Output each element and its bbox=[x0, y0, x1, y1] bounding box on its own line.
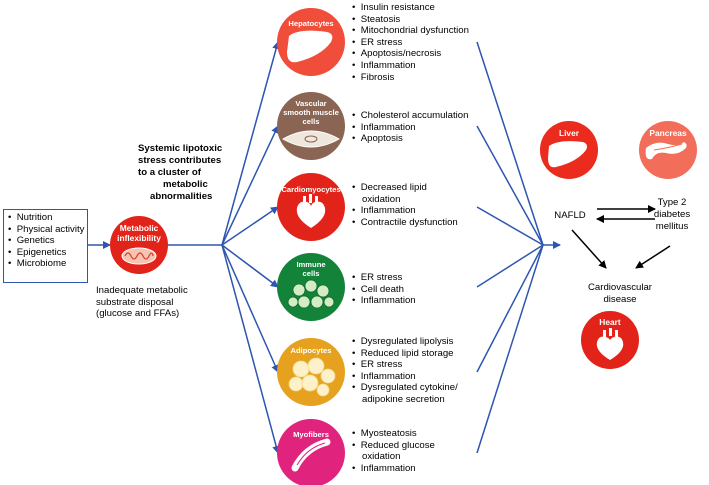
stress-line: stress contributes bbox=[138, 155, 222, 166]
tissue-name: smooth muscle bbox=[283, 108, 339, 117]
effect-item: Inflammation bbox=[352, 371, 458, 383]
outcome-pancreas: Pancreas bbox=[639, 121, 697, 179]
effect-item: Contractile dysfunction bbox=[352, 217, 458, 229]
effect-item: Reduced glucose bbox=[352, 440, 435, 452]
effects-myofibers: Myosteatosis Reduced glucose oxidation I… bbox=[352, 428, 435, 474]
effect-item-continued: adipokine secretion bbox=[362, 393, 445, 405]
effect-item: ER stress bbox=[352, 37, 469, 49]
cause-item: Epigenetics bbox=[8, 247, 87, 259]
effect-item: Mitochondrial dysfunction bbox=[352, 25, 469, 37]
cause-item: Genetics bbox=[8, 235, 87, 247]
effect-item: Myosteatosis bbox=[352, 428, 435, 440]
t2d-label-line2: diabetes bbox=[654, 209, 690, 220]
effects-hepatocytes: Insulin resistance Steatosis Mitochondri… bbox=[352, 2, 469, 83]
tissue-name: cells bbox=[303, 269, 320, 278]
cause-item: Microbiome bbox=[8, 258, 87, 270]
fat-cells-icon bbox=[288, 357, 336, 397]
effect-item: Steatosis bbox=[352, 14, 469, 26]
tissue-immune-cells: Immune cells bbox=[277, 253, 345, 321]
stress-line: Systemic lipotoxic bbox=[138, 143, 223, 154]
liver-label: Liver bbox=[559, 128, 580, 138]
pancreas-label: Pancreas bbox=[649, 128, 687, 138]
effects-immune: ER stress Cell death Inflammation bbox=[352, 272, 416, 307]
cvd-label-line2: disease bbox=[603, 294, 636, 305]
effect-item: Decreased lipid bbox=[352, 182, 458, 194]
effects-cardiomyocytes: Decreased lipid oxidation Inflammation C… bbox=[352, 182, 458, 228]
tissue-cardiomyocytes: Cardiomyocytes bbox=[277, 173, 345, 241]
effect-item-continued: oxidation bbox=[362, 193, 401, 205]
tissue-myofibers: Myofibers bbox=[277, 419, 345, 485]
metabolic-label-line1: Metabolic bbox=[120, 223, 159, 233]
metabolic-inflexibility-node: Metabolic inflexibility bbox=[110, 216, 168, 274]
liver-icon bbox=[548, 141, 587, 168]
tissue-adipocytes: Adipocytes bbox=[277, 338, 345, 406]
caption-line: Inadequate metabolic bbox=[96, 285, 188, 296]
cause-item: Physical activity bbox=[8, 224, 87, 236]
tissue-name: Hepatocytes bbox=[288, 19, 333, 28]
effect-item: ER stress bbox=[352, 359, 458, 371]
stress-line: to a cluster of bbox=[138, 167, 201, 178]
effects-adipocytes: Dysregulated lipolysis Reduced lipid sto… bbox=[352, 336, 458, 406]
nafld-label: NAFLD bbox=[554, 210, 586, 221]
fan-out-arrows bbox=[168, 41, 281, 454]
immune-cells-icon bbox=[287, 279, 335, 309]
effect-item: Dysregulated cytokine/ bbox=[352, 382, 458, 394]
tissue-name: Vascular bbox=[295, 99, 326, 108]
effect-item: Inflammation bbox=[352, 295, 416, 307]
stress-line: abnormalities bbox=[150, 191, 213, 202]
causes-box: Nutrition Physical activity Genetics Epi… bbox=[3, 209, 88, 283]
tissue-name: Myofibers bbox=[293, 430, 329, 439]
effect-item: Cell death bbox=[352, 284, 416, 296]
effect-item-continued: oxidation bbox=[362, 451, 401, 463]
mitochondrion-icon bbox=[121, 247, 157, 265]
tissue-name: cells bbox=[303, 117, 320, 126]
smooth-muscle-cell-icon bbox=[281, 130, 341, 148]
caption-line: (glucose and FFAs) bbox=[96, 308, 180, 320]
stress-line: metabolic bbox=[163, 179, 208, 190]
t2d-label-line3: mellitus bbox=[656, 221, 689, 232]
heart-icon bbox=[596, 328, 624, 360]
cvd-label-line1: Cardiovascular bbox=[588, 282, 653, 293]
heart-icon bbox=[296, 194, 326, 228]
tissue-name: Immune bbox=[296, 260, 325, 269]
stress-heading: Systemic lipotoxic stress contributes to… bbox=[138, 143, 258, 203]
cause-item: Nutrition bbox=[8, 212, 87, 224]
tissue-name: Cardiomyocytes bbox=[281, 185, 340, 194]
convergence-arrows bbox=[476, 41, 561, 454]
effect-item: ER stress bbox=[352, 272, 416, 284]
metabolic-caption: Inadequate metabolic substrate disposal … bbox=[96, 285, 216, 320]
pancreas-icon bbox=[645, 142, 687, 160]
effect-item: Inflammation bbox=[352, 60, 469, 72]
outcome-heart: Heart bbox=[581, 311, 639, 369]
effects-vascular: Cholesterol accumulation Inflammation Ap… bbox=[352, 110, 469, 145]
t2d-label-line1: Type 2 bbox=[658, 197, 687, 208]
muscle-fiber-icon bbox=[291, 438, 331, 472]
effect-item: Dysregulated lipolysis bbox=[352, 336, 458, 348]
tissue-hepatocytes: Hepatocytes bbox=[277, 8, 345, 76]
effect-item: Inflammation bbox=[352, 122, 468, 134]
effect-item: Inflammation bbox=[352, 205, 458, 217]
metabolic-label-line2: inflexibility bbox=[117, 233, 161, 243]
effect-item: Reduced lipid storage bbox=[352, 348, 458, 360]
effect-item: Inflammation bbox=[352, 463, 435, 475]
tissue-vascular-smooth-muscle: Vascular smooth muscle cells bbox=[277, 92, 345, 160]
liver-icon bbox=[287, 30, 333, 63]
effect-item: Apoptosis bbox=[352, 133, 468, 145]
outcome-liver: Liver bbox=[540, 121, 598, 179]
outcome-arrows bbox=[571, 205, 671, 269]
effect-item: Insulin resistance bbox=[352, 2, 469, 14]
effect-item: Fibrosis bbox=[352, 72, 469, 84]
tissue-name: Adipocytes bbox=[291, 346, 332, 355]
caption-line: substrate disposal bbox=[96, 296, 174, 308]
effect-item: Apoptosis/necrosis bbox=[352, 48, 469, 60]
effect-item: Cholesterol accumulation bbox=[352, 110, 469, 122]
heart-label: Heart bbox=[599, 317, 621, 327]
